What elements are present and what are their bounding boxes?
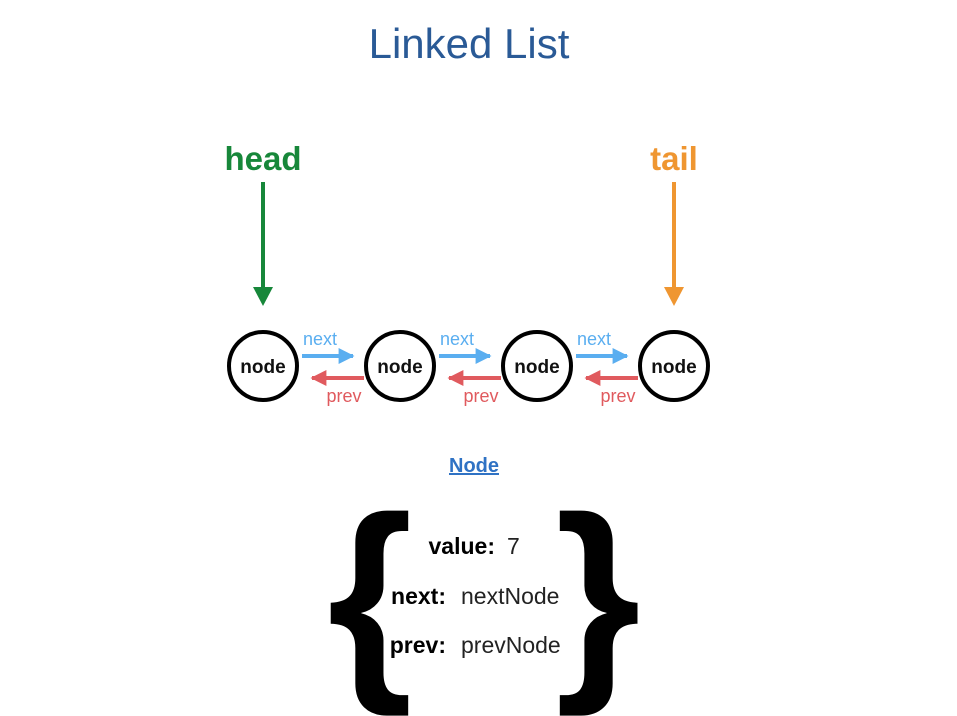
node-circle bbox=[501, 330, 573, 402]
node-label: node bbox=[240, 357, 285, 378]
field-value: value: 7 bbox=[429, 533, 520, 559]
node-2: node bbox=[364, 330, 436, 402]
head-arrow-head bbox=[253, 287, 273, 306]
field-next: next: nextNode bbox=[391, 583, 559, 609]
diagram-title: Linked List bbox=[369, 20, 570, 67]
node-circle bbox=[638, 330, 710, 402]
next-label: next bbox=[577, 329, 611, 349]
node-label: node bbox=[651, 357, 696, 378]
field-key: next: bbox=[391, 583, 446, 609]
node-struct: Node { } value: 7 next: nextNode prev: p… bbox=[327, 455, 641, 716]
node-circle bbox=[227, 330, 299, 402]
link-2-3: next prev bbox=[439, 329, 501, 406]
node-struct-title: Node bbox=[449, 455, 499, 477]
next-label: next bbox=[440, 329, 474, 349]
node-circle bbox=[364, 330, 436, 402]
tail-arrow-head bbox=[664, 287, 684, 306]
tail-label: tail bbox=[650, 140, 698, 177]
link-3-4: next prev bbox=[576, 329, 638, 406]
field-key: value: bbox=[429, 533, 495, 559]
head-label: head bbox=[224, 140, 301, 177]
link-1-2: next prev bbox=[302, 329, 364, 406]
node-1: node bbox=[227, 330, 299, 402]
field-val: prevNode bbox=[461, 632, 561, 658]
next-label: next bbox=[303, 329, 337, 349]
prev-label: prev bbox=[463, 386, 498, 406]
field-val: 7 bbox=[507, 533, 520, 559]
head-pointer: head bbox=[224, 140, 302, 306]
field-val: nextNode bbox=[461, 583, 559, 609]
field-prev: prev: prevNode bbox=[390, 632, 561, 658]
node-label: node bbox=[514, 357, 559, 378]
prev-label: prev bbox=[326, 386, 361, 406]
open-brace: { bbox=[327, 471, 413, 716]
prev-label: prev bbox=[600, 386, 635, 406]
close-brace: } bbox=[555, 471, 641, 716]
node-3: node bbox=[501, 330, 573, 402]
tail-pointer: tail bbox=[650, 140, 698, 306]
field-key: prev: bbox=[390, 632, 446, 658]
node-label: node bbox=[377, 357, 422, 378]
node-4: node bbox=[638, 330, 710, 402]
